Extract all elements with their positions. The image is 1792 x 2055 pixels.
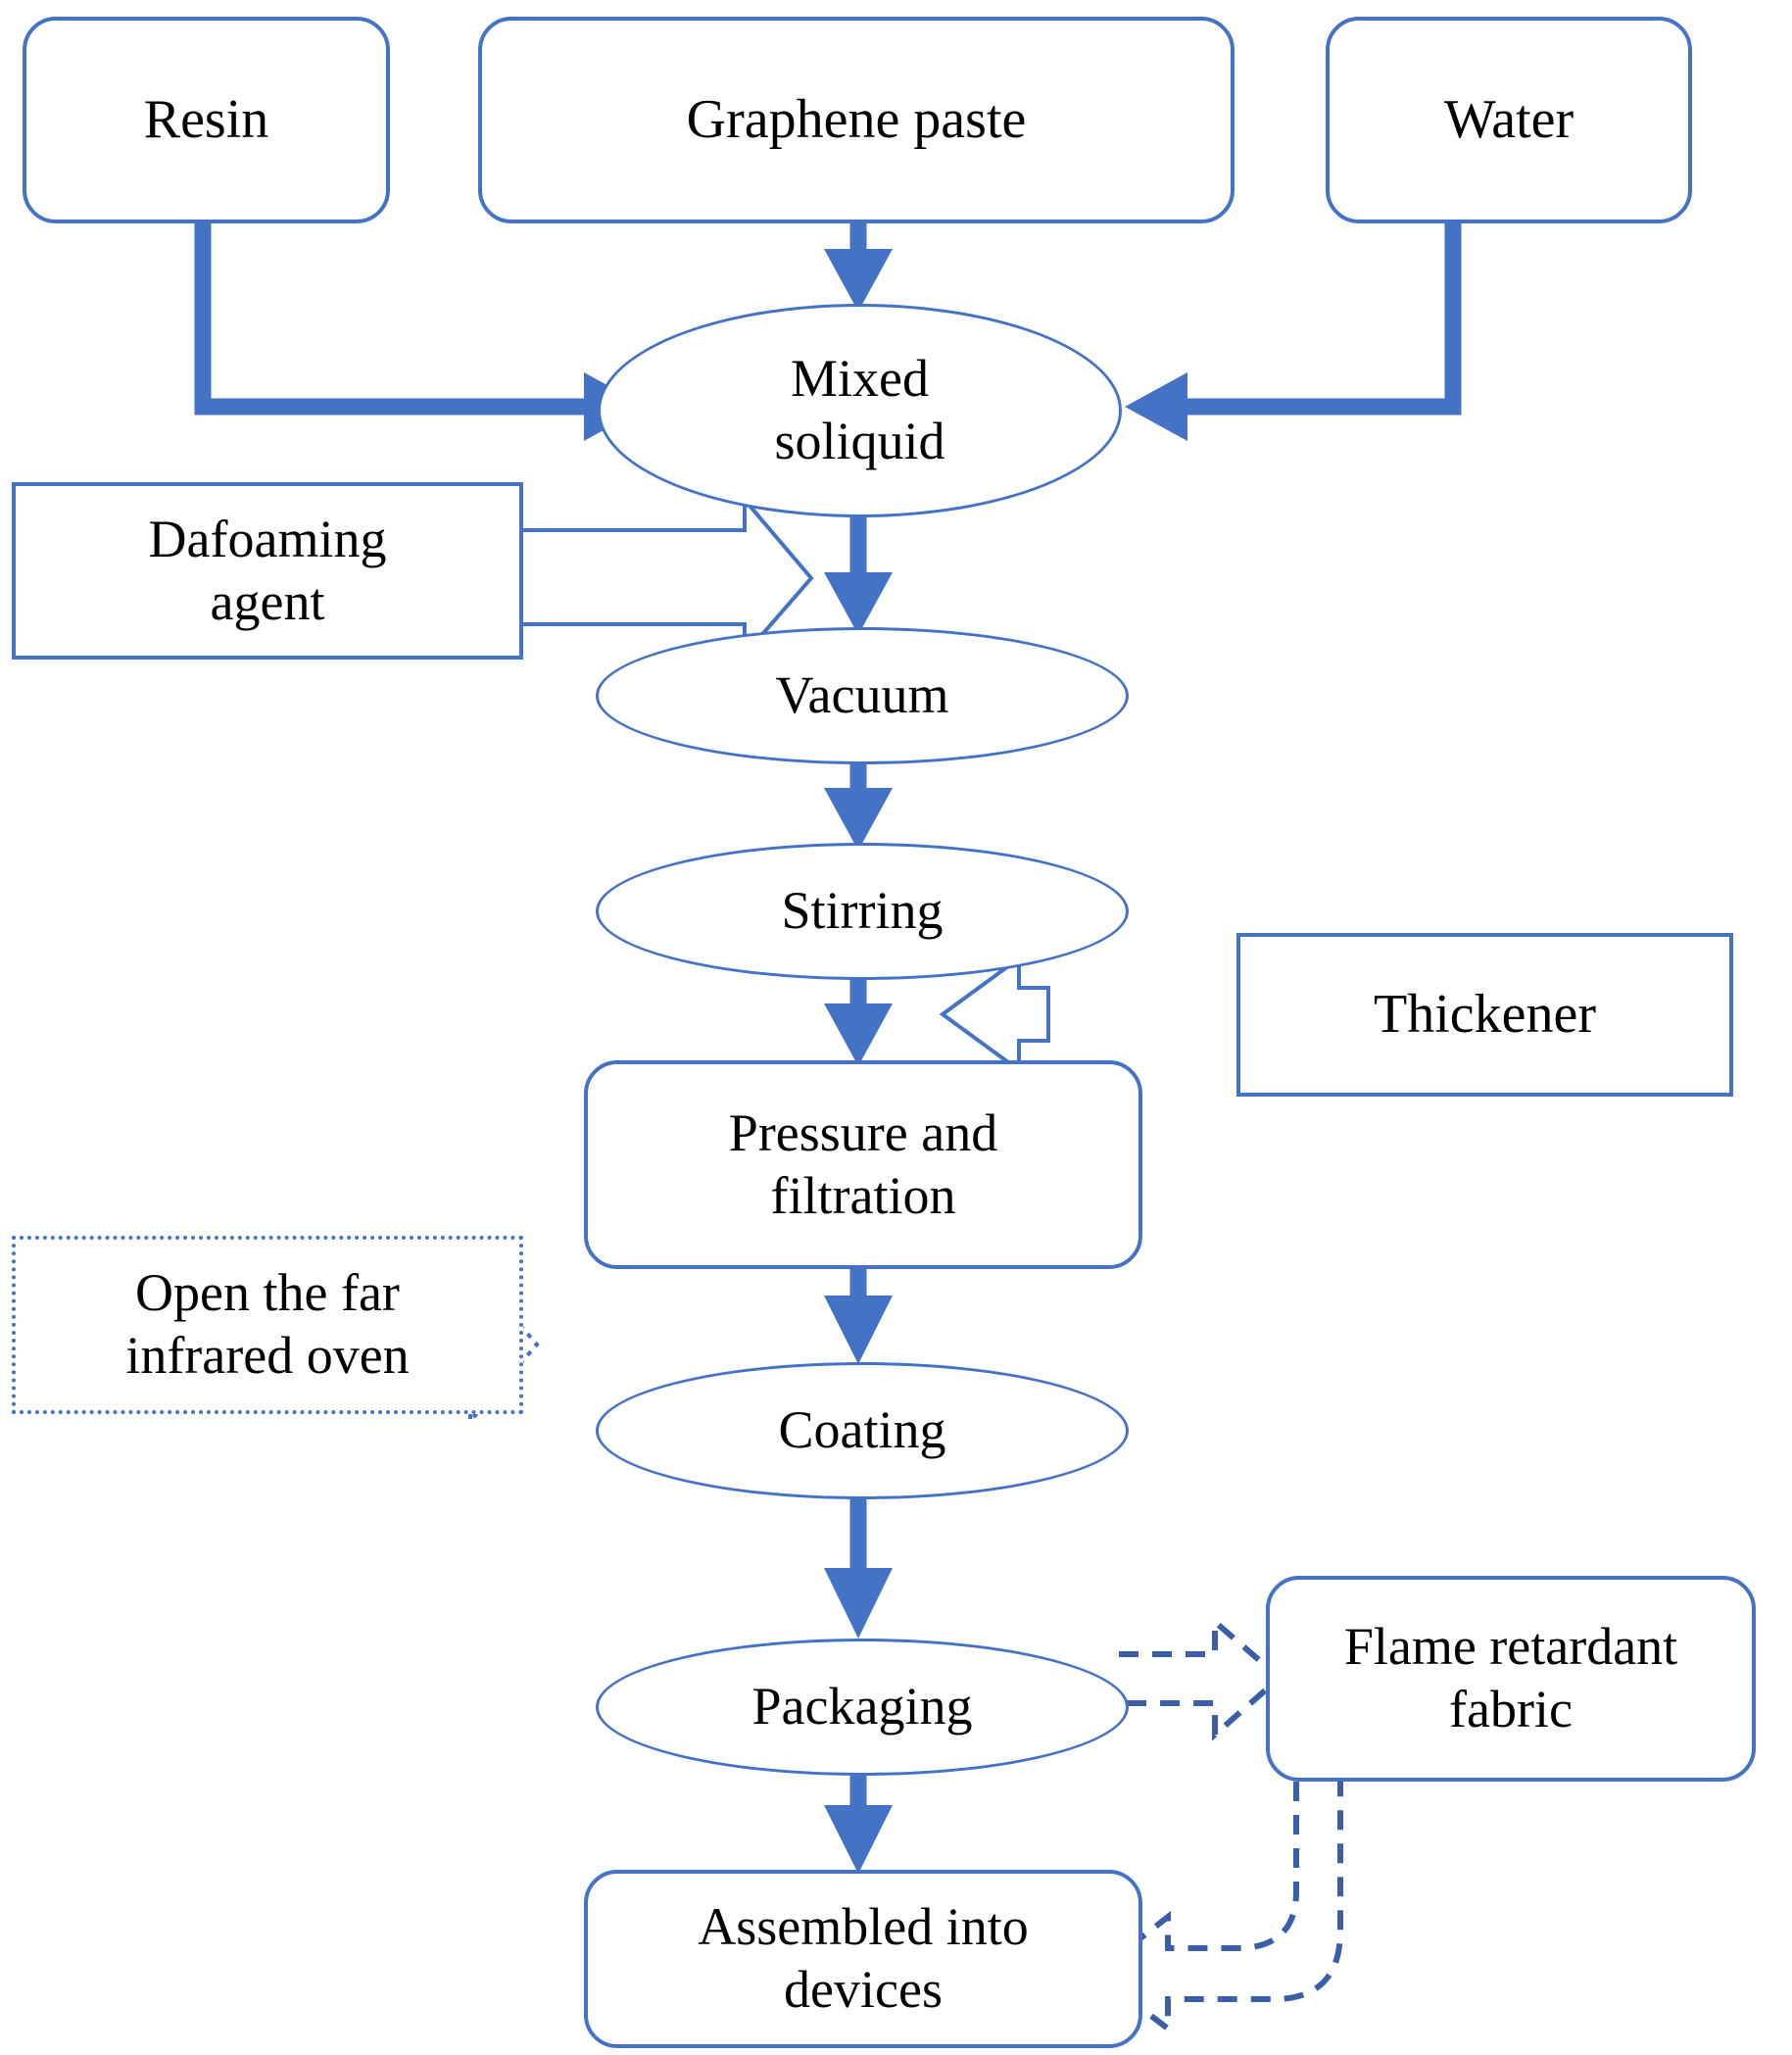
node-far-infrared-oven-label: Open the far infrared oven (120, 1262, 414, 1387)
edge-vacuum-to-stirring (824, 759, 893, 851)
node-water[interactable]: Water (1326, 17, 1692, 223)
node-coating-label: Coating (778, 1400, 946, 1460)
node-thickener-label: Thickener (1374, 984, 1596, 1046)
node-dafoaming-agent[interactable]: Dafoaming agent (12, 482, 523, 660)
node-flame-retardant-fabric[interactable]: Flame retardant fabric (1266, 1576, 1756, 1782)
edge-water-to-mixed-soliquid (1125, 220, 1462, 441)
node-mixed-soliquid-label: Mixed soliquid (768, 348, 950, 472)
node-far-infrared-oven-line1: Open the far (135, 1263, 400, 1323)
node-water-label: Water (1443, 89, 1574, 151)
node-far-infrared-oven-line2: infrared oven (125, 1326, 410, 1385)
node-flame-retardant-fabric-line2: fabric (1449, 1680, 1573, 1738)
node-stirring-label: Stirring (781, 881, 944, 941)
node-dafoaming-agent-label: Dafoaming agent (143, 509, 393, 633)
node-pressure-filtration-line1: Pressure and (728, 1102, 998, 1162)
node-graphene-paste[interactable]: Graphene paste (478, 17, 1235, 223)
node-graphene-paste-label: Graphene paste (686, 89, 1027, 151)
node-mixed-soliquid-line1: Mixed (791, 349, 929, 409)
node-pressure-filtration[interactable]: Pressure and filtration (584, 1060, 1142, 1269)
node-flame-retardant-fabric-line1: Flame retardant (1343, 1617, 1678, 1677)
node-coating[interactable]: Coating (596, 1362, 1129, 1499)
edge-resin-to-mixed-soliquid (194, 223, 647, 441)
node-mixed-soliquid-line2: soliquid (774, 412, 945, 470)
node-packaging-label: Packaging (751, 1677, 973, 1737)
edge-graphene-paste-to-mixed-soliquid (824, 220, 893, 312)
edge-mixed-soliquid-to-vacuum (824, 510, 893, 635)
node-stirring[interactable]: Stirring (596, 843, 1129, 980)
node-resin[interactable]: Resin (23, 17, 390, 223)
node-pressure-filtration-line2: filtration (770, 1165, 956, 1225)
node-vacuum[interactable]: Vacuum (596, 627, 1129, 764)
node-vacuum-label: Vacuum (775, 665, 949, 725)
edge-coating-to-packaging (824, 1494, 893, 1639)
node-assembled-into-devices-label: Assembled into devices (692, 1896, 1034, 2021)
node-far-infrared-oven[interactable]: Open the far infrared oven (12, 1236, 523, 1414)
edge-packaging-to-flame-retardant-fabric (1119, 1615, 1284, 1741)
edge-packaging-to-assembled-into-devices (824, 1776, 893, 1874)
edge-stirring-to-pressure-filtration (824, 976, 893, 1066)
edge-pressure-filtration-to-coating (824, 1266, 893, 1364)
node-thickener[interactable]: Thickener (1236, 933, 1733, 1097)
node-assembled-into-devices[interactable]: Assembled into devices (584, 1870, 1142, 2048)
node-resin-label: Resin (143, 89, 269, 151)
node-pressure-filtration-label: Pressure and filtration (723, 1102, 1003, 1227)
node-flame-retardant-fabric-label: Flame retardant fabric (1338, 1616, 1683, 1740)
node-assembled-into-devices-line1: Assembled into (698, 1897, 1029, 1957)
node-mixed-soliquid[interactable]: Mixed soliquid (598, 304, 1122, 517)
node-dafoaming-agent-line2: agent (210, 571, 325, 631)
node-packaging[interactable]: Packaging (596, 1639, 1129, 1776)
node-assembled-into-devices-line2: devices (784, 1960, 943, 2019)
node-dafoaming-agent-line1: Dafoaming (148, 509, 387, 568)
